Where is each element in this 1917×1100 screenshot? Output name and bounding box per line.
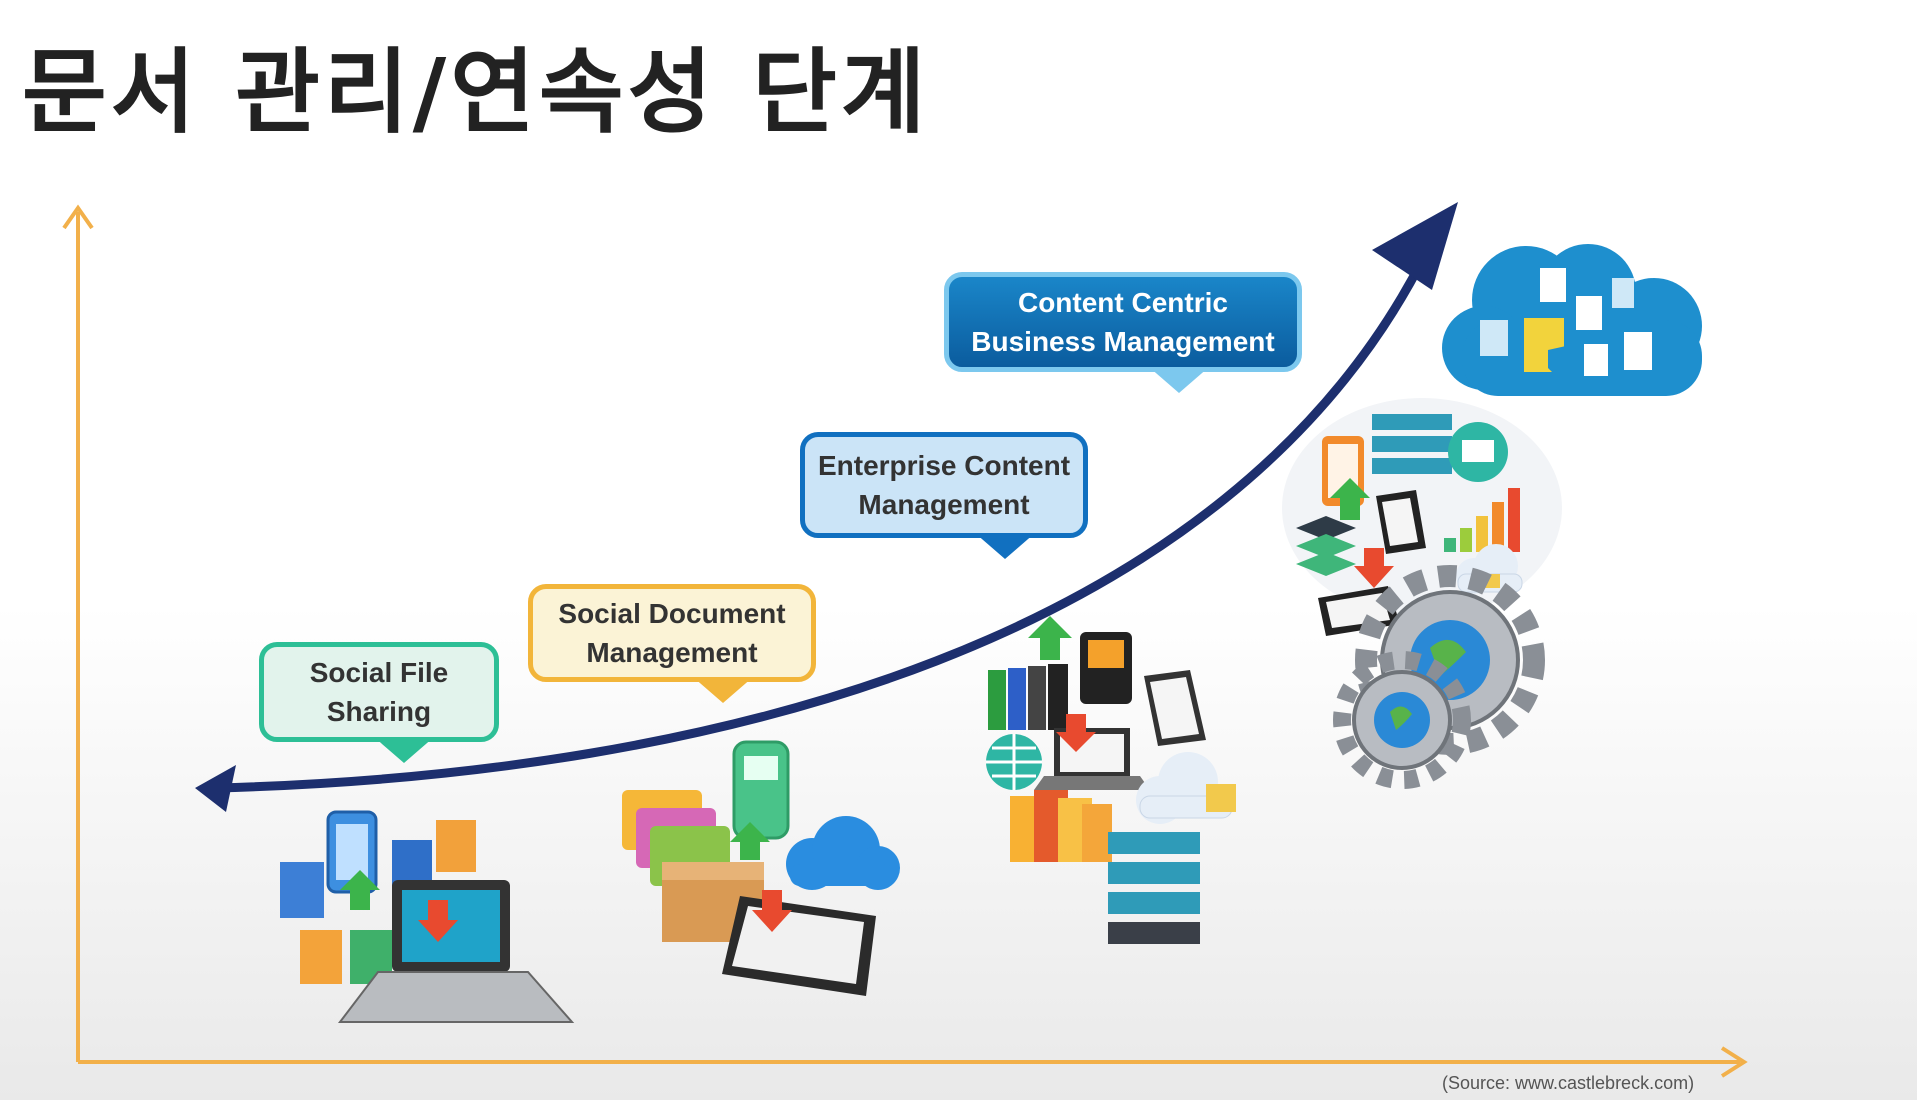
server-icon — [1372, 414, 1452, 474]
cloud-icon — [786, 816, 900, 890]
download-arrow-icon — [418, 900, 458, 942]
upload-arrow-icon — [340, 870, 380, 910]
bubble-tail — [374, 737, 434, 763]
tablet-icon — [1376, 490, 1426, 554]
stage-label-line2: Sharing — [326, 696, 432, 727]
growth-curve-line — [214, 252, 1430, 793]
icon-cluster-4 — [1282, 244, 1702, 789]
download-arrow-icon — [752, 890, 792, 932]
icon-cluster-2 — [622, 740, 900, 996]
monitor-icon — [1448, 422, 1508, 482]
laptop-icon — [1034, 728, 1150, 790]
stage-label-line1: Social File — [309, 657, 449, 688]
layers-icon — [1296, 516, 1356, 576]
folder-icon — [1010, 790, 1112, 862]
bubble-tail — [693, 677, 753, 703]
download-arrow-icon — [1354, 548, 1394, 588]
cloud-icon — [1136, 752, 1236, 824]
axes — [62, 204, 1748, 1078]
bubble-tail — [975, 533, 1035, 559]
mobile-icon — [1080, 632, 1132, 704]
binder-icon — [988, 664, 1068, 730]
upload-arrow-icon — [730, 822, 770, 860]
gear-icon — [1333, 651, 1471, 789]
phone-icon — [732, 740, 790, 840]
phone-screen-icon — [336, 824, 368, 880]
x-axis-arrowhead — [1720, 1046, 1748, 1078]
source-credit: (Source: www.castlebreck.com) — [1442, 1073, 1695, 1093]
upload-arrow-icon — [1330, 478, 1370, 520]
stage-label-line2: Management — [858, 489, 1030, 520]
chart-icon — [1444, 488, 1520, 552]
y-axis-arrowhead — [62, 204, 94, 230]
tablet-icon — [1144, 670, 1206, 746]
globe-icon — [986, 734, 1042, 790]
document-cloud-icon — [1442, 244, 1702, 396]
stage-label-line2: Business Management — [971, 326, 1275, 357]
growth-curve — [195, 202, 1458, 812]
curve-arrowhead-up — [1372, 202, 1458, 290]
curve-arrowhead-left — [195, 765, 236, 812]
stage-label-line1: Enterprise Content — [817, 450, 1071, 481]
laptop-icon — [337, 880, 575, 1023]
stage-label-line2: Management — [586, 637, 758, 668]
bubble-tail — [1149, 367, 1209, 393]
page-title: 문서 관리/연속성 단계 — [22, 39, 930, 146]
icon-cluster-3 — [986, 616, 1236, 944]
upload-arrow-icon — [1028, 616, 1072, 660]
server-icon — [1108, 832, 1200, 944]
tablet-icon — [722, 896, 876, 996]
download-arrow-icon — [1056, 714, 1096, 752]
icon-cluster-1 — [280, 810, 575, 1023]
stage-label-line1: Social Document — [558, 598, 786, 629]
stage-label-line1: Content Centric — [1017, 287, 1228, 318]
